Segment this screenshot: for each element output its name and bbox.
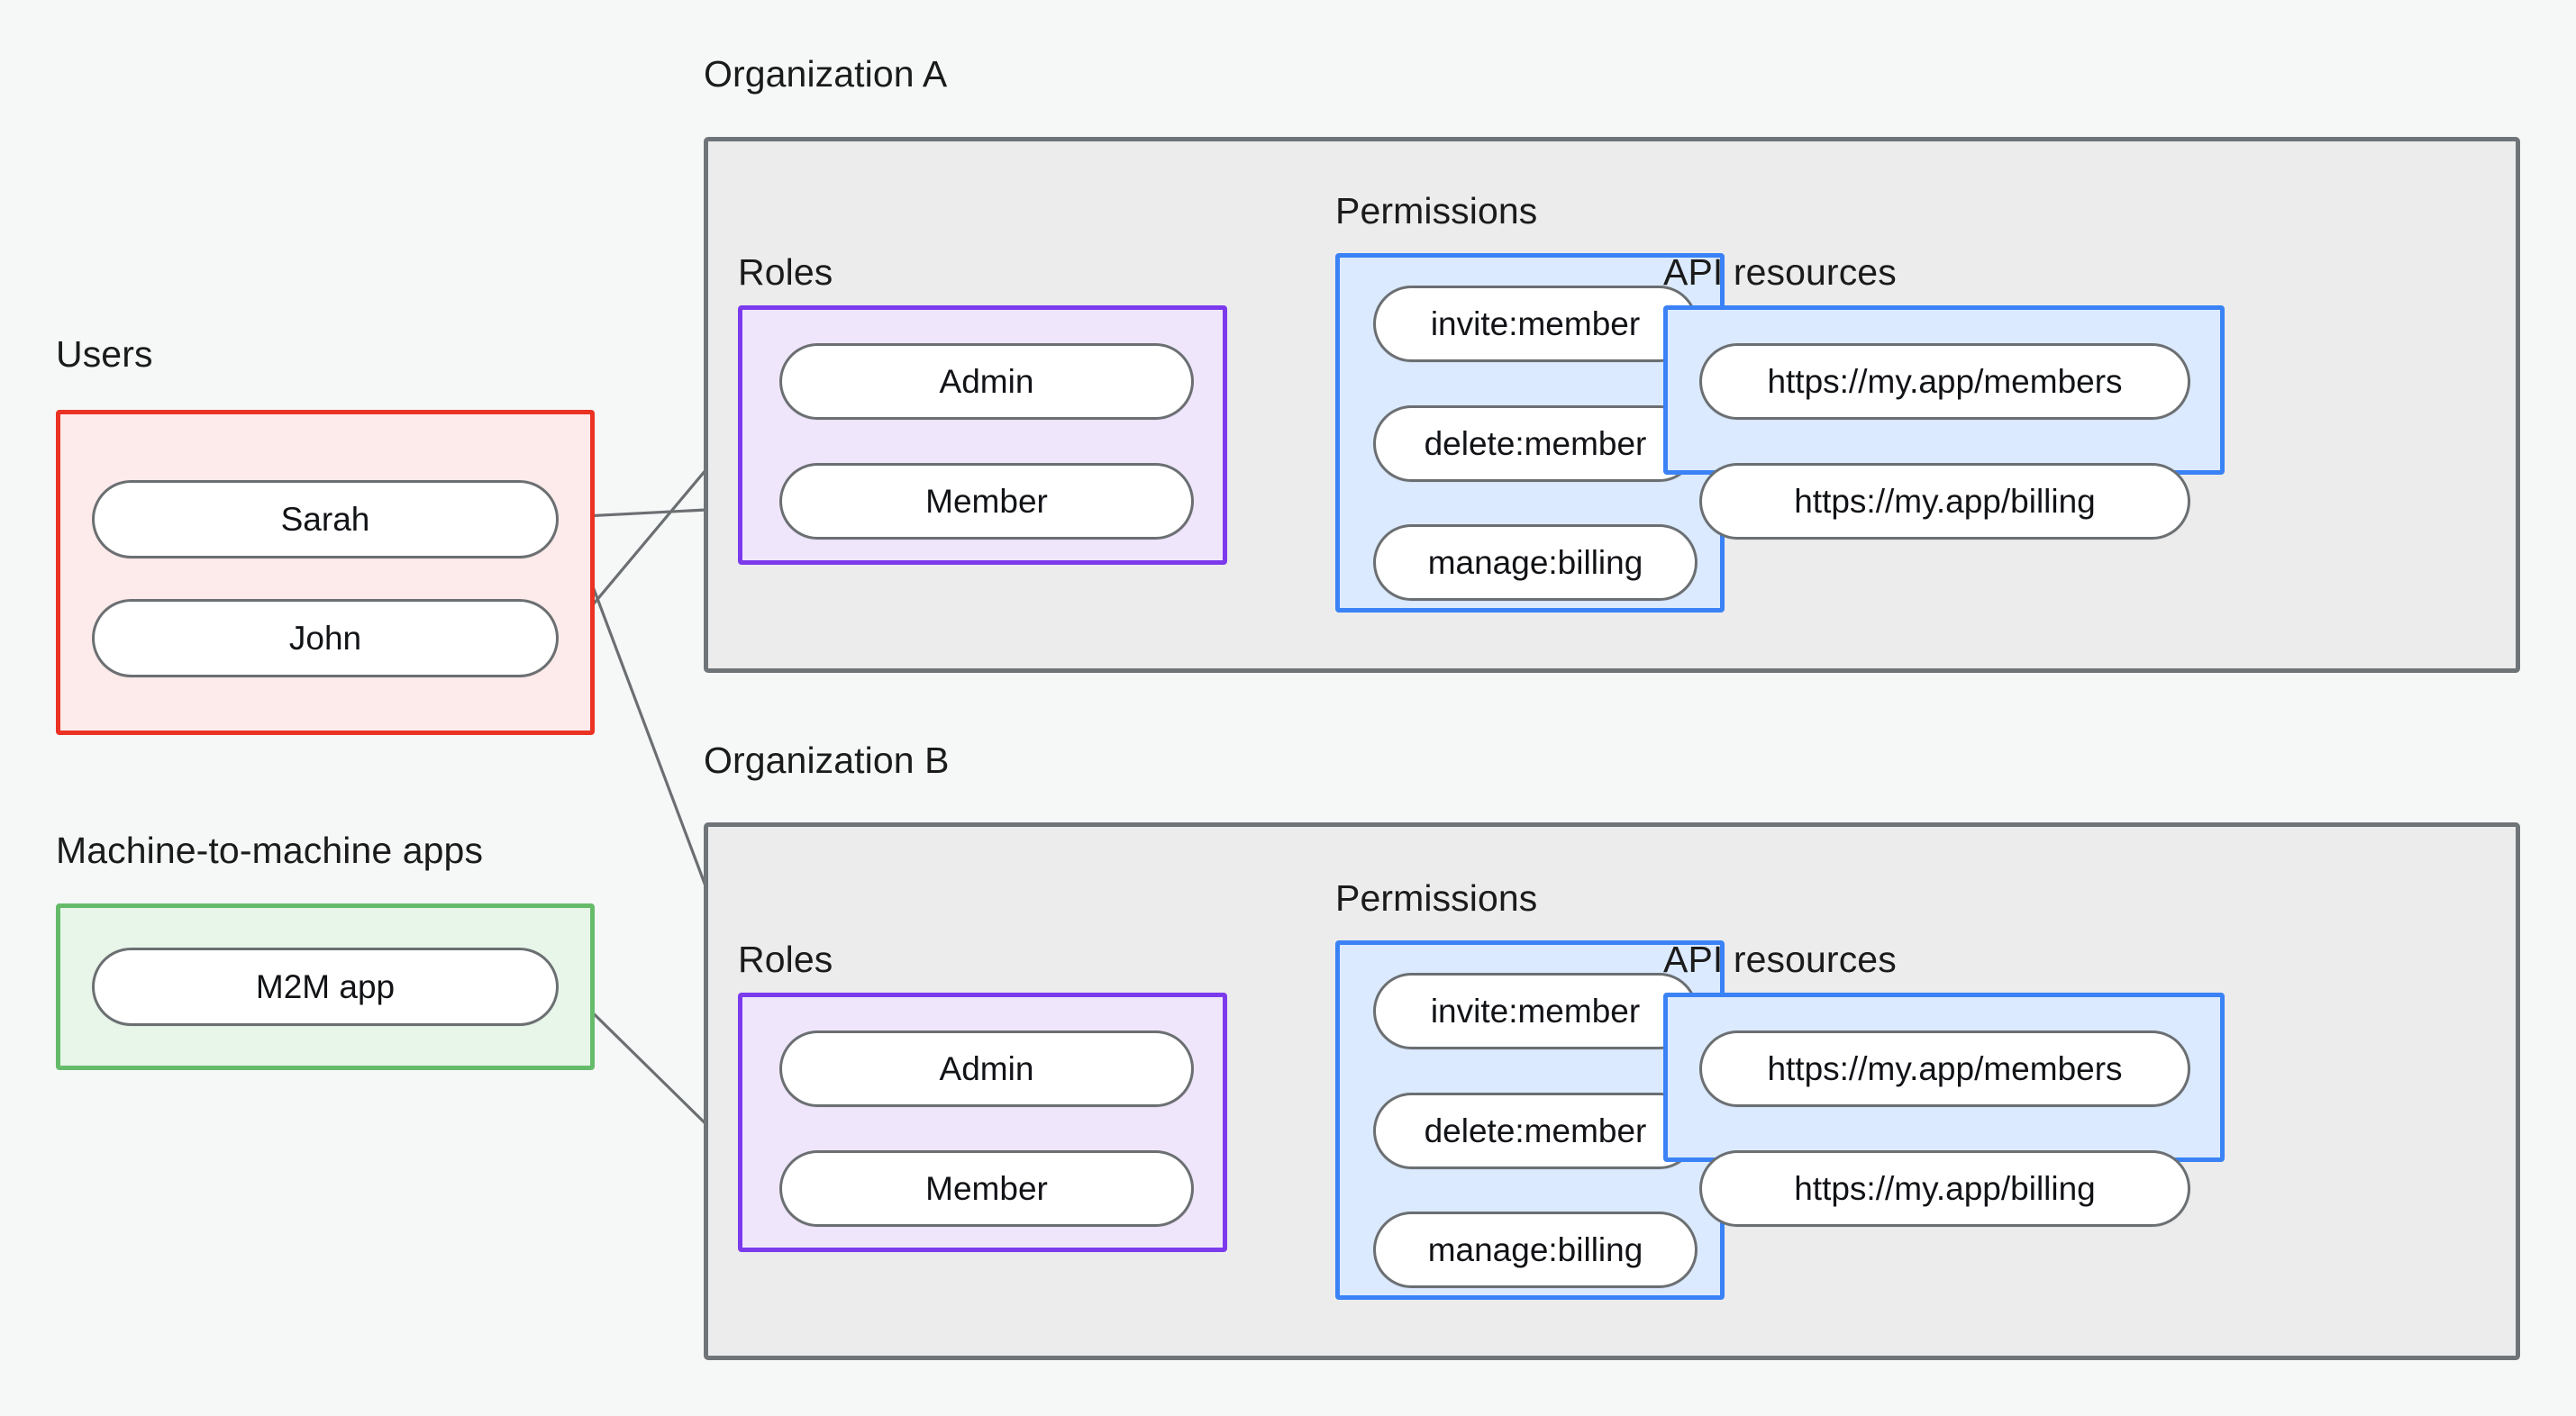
org-a-api-resources-caption: API resources (1663, 251, 1897, 293)
org-b-roles-group: Admin Member (738, 993, 1227, 1252)
org-b-api-resources-caption: API resources (1663, 939, 1897, 980)
org-a-permission-manage-billing[interactable]: manage:billing (1373, 524, 1698, 601)
org-a-roles-group: Admin Member (738, 305, 1227, 565)
users-caption: Users (56, 333, 153, 375)
user-node-sarah[interactable]: Sarah (92, 480, 559, 558)
org-a-container: Roles Admin Member Permissions invite:me… (704, 137, 2520, 673)
m2m-caption: Machine-to-machine apps (56, 830, 484, 871)
org-b-permission-invite-member[interactable]: invite:member (1373, 973, 1698, 1049)
user-node-john[interactable]: John (92, 599, 559, 677)
org-b-resource-members[interactable]: https://my.app/members (1699, 1030, 2190, 1107)
org-b-permissions-group: invite:member delete:member manage:billi… (1335, 940, 1725, 1300)
org-b-container: Roles Admin Member Permissions invite:me… (704, 822, 2520, 1360)
org-a-api-resources-group: https://my.app/members https://my.app/bi… (1663, 305, 2225, 540)
org-a-permissions-caption: Permissions (1335, 190, 1538, 231)
m2m-node-app[interactable]: M2M app (92, 948, 559, 1026)
org-b-role-admin[interactable]: Admin (779, 1030, 1194, 1107)
org-b-resource-billing[interactable]: https://my.app/billing (1699, 1150, 2190, 1227)
org-a-role-admin[interactable]: Admin (779, 343, 1194, 420)
org-a-resource-members[interactable]: https://my.app/members (1699, 343, 2190, 420)
users-group: Sarah John (56, 410, 595, 735)
org-b-permissions-caption: Permissions (1335, 877, 1538, 919)
org-a-roles-caption: Roles (738, 251, 833, 293)
org-a-permission-delete-member[interactable]: delete:member (1373, 405, 1698, 482)
m2m-group: M2M app (56, 903, 595, 1070)
org-b-caption: Organization B (704, 740, 950, 781)
org-a-resource-billing[interactable]: https://my.app/billing (1699, 463, 2190, 540)
org-b-permission-delete-member[interactable]: delete:member (1373, 1093, 1698, 1169)
org-a-caption: Organization A (704, 53, 948, 95)
org-b-api-resources-group: https://my.app/members https://my.app/bi… (1663, 993, 2225, 1227)
org-a-permissions-group: invite:member delete:member manage:billi… (1335, 253, 1725, 613)
org-a-permission-invite-member[interactable]: invite:member (1373, 286, 1698, 362)
org-b-roles-caption: Roles (738, 939, 833, 980)
org-b-role-member[interactable]: Member (779, 1150, 1194, 1227)
org-b-permission-manage-billing[interactable]: manage:billing (1373, 1212, 1698, 1288)
org-a-role-member[interactable]: Member (779, 463, 1194, 540)
